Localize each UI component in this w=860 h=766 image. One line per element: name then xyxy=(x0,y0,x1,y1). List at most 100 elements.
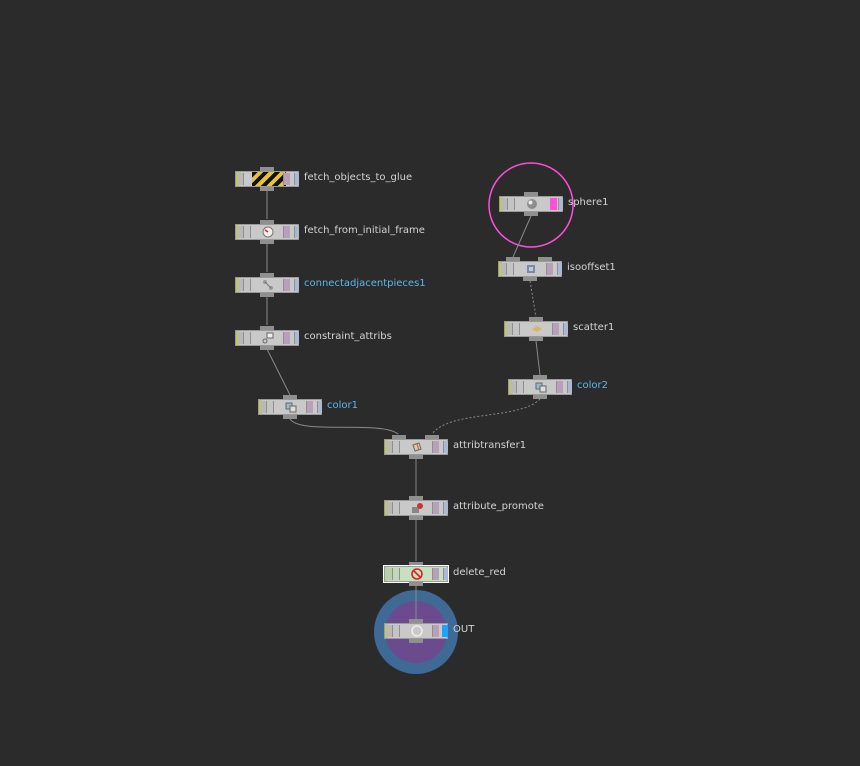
node-isooffset1[interactable]: isooffset1 xyxy=(498,257,616,281)
node-attribute-promote[interactable]: attribute_promote xyxy=(384,496,544,520)
bypass-flag[interactable] xyxy=(509,380,512,394)
display-flag[interactable] xyxy=(443,568,448,580)
node-label[interactable]: delete_red xyxy=(453,567,506,578)
node-sphere1[interactable]: sphere1 xyxy=(499,192,608,216)
display-flag[interactable] xyxy=(317,401,322,413)
template-flag[interactable] xyxy=(432,568,439,580)
bypass-flag[interactable] xyxy=(236,278,239,292)
node-scatter1[interactable]: scatter1 xyxy=(504,317,614,341)
node-constraint-attribs[interactable]: constraint_attribs xyxy=(235,326,392,350)
template-flag[interactable] xyxy=(550,198,557,210)
bypass-flag[interactable] xyxy=(499,262,502,276)
node-label[interactable]: fetch_objects_to_glue xyxy=(304,172,413,183)
node-fetch-from-initial-frame[interactable]: fetch_from_initial_frame xyxy=(235,220,425,244)
output-port[interactable] xyxy=(409,516,423,520)
lock-flag[interactable] xyxy=(387,441,393,453)
input-port[interactable] xyxy=(409,496,423,500)
display-flag[interactable] xyxy=(443,441,448,453)
node-body[interactable] xyxy=(384,439,448,455)
wire[interactable] xyxy=(431,398,541,435)
template-flag[interactable] xyxy=(432,625,439,637)
display-flag[interactable] xyxy=(563,323,568,335)
wire[interactable] xyxy=(289,418,399,435)
lock-flag[interactable] xyxy=(238,173,244,185)
input-port[interactable] xyxy=(392,435,406,439)
lock-flag[interactable] xyxy=(387,568,393,580)
bypass-flag[interactable] xyxy=(236,172,239,186)
output-port[interactable] xyxy=(533,395,547,399)
display-flag[interactable] xyxy=(567,381,572,393)
node-body[interactable] xyxy=(235,277,299,293)
output-port[interactable] xyxy=(409,639,423,643)
node-label[interactable]: connectadjacentpieces1 xyxy=(304,278,426,289)
wire[interactable] xyxy=(266,348,291,396)
template-flag[interactable] xyxy=(283,332,290,344)
lock-flag[interactable] xyxy=(387,502,393,514)
node-out[interactable]: OUT xyxy=(384,619,474,643)
node-label[interactable]: color2 xyxy=(577,380,608,391)
template-flag[interactable] xyxy=(432,441,439,453)
node-attribtransfer1[interactable]: attribtransfer1 xyxy=(384,435,526,459)
node-label[interactable]: constraint_attribs xyxy=(304,331,392,342)
node-body[interactable] xyxy=(258,399,322,415)
output-port[interactable] xyxy=(260,346,274,350)
template-flag[interactable] xyxy=(283,173,290,185)
template-flag[interactable] xyxy=(556,381,563,393)
node-body[interactable] xyxy=(235,330,299,346)
wire[interactable] xyxy=(512,215,532,258)
input-port[interactable] xyxy=(260,167,274,171)
display-flag[interactable] xyxy=(294,173,299,185)
input-port[interactable] xyxy=(409,562,423,566)
bypass-flag[interactable] xyxy=(385,624,388,638)
node-body[interactable] xyxy=(383,565,449,583)
input-port[interactable] xyxy=(529,317,543,321)
node-label[interactable]: fetch_from_initial_frame xyxy=(304,225,425,236)
node-body[interactable] xyxy=(499,196,563,212)
bypass-flag[interactable] xyxy=(259,400,262,414)
node-body[interactable] xyxy=(498,261,562,277)
display-flag[interactable] xyxy=(443,502,448,514)
bypass-flag[interactable] xyxy=(505,322,508,336)
node-delete-red[interactable]: delete_red xyxy=(383,562,506,586)
node-label[interactable]: color1 xyxy=(327,400,358,411)
display-flag[interactable] xyxy=(294,332,299,344)
lock-flag[interactable] xyxy=(511,381,517,393)
output-port[interactable] xyxy=(409,582,423,586)
node-body[interactable] xyxy=(235,171,299,187)
display-flag[interactable] xyxy=(557,263,562,275)
lock-flag[interactable] xyxy=(238,226,244,238)
node-label[interactable]: sphere1 xyxy=(568,197,609,208)
template-flag[interactable] xyxy=(306,401,313,413)
node-body[interactable] xyxy=(384,623,448,639)
bypass-flag[interactable] xyxy=(500,197,503,211)
wire[interactable] xyxy=(535,340,541,376)
output-port[interactable] xyxy=(260,293,274,297)
input-port[interactable] xyxy=(538,257,552,261)
input-port[interactable] xyxy=(506,257,520,261)
input-port[interactable] xyxy=(260,220,274,224)
bypass-flag[interactable] xyxy=(385,440,388,454)
output-port[interactable] xyxy=(260,240,274,244)
lock-flag[interactable] xyxy=(261,401,267,413)
lock-flag[interactable] xyxy=(501,263,507,275)
input-port[interactable] xyxy=(533,375,547,379)
template-flag[interactable] xyxy=(432,502,439,514)
node-body[interactable] xyxy=(384,500,448,516)
node-color2[interactable]: color2 xyxy=(508,375,608,399)
display-flag[interactable] xyxy=(294,226,299,238)
template-flag[interactable] xyxy=(552,323,559,335)
input-port[interactable] xyxy=(283,395,297,399)
input-port[interactable] xyxy=(260,273,274,277)
input-port[interactable] xyxy=(260,326,274,330)
lock-flag[interactable] xyxy=(502,198,508,210)
input-port[interactable] xyxy=(409,619,423,623)
output-port[interactable] xyxy=(283,415,297,419)
output-port[interactable] xyxy=(260,187,274,191)
output-port[interactable] xyxy=(523,277,537,281)
output-port[interactable] xyxy=(409,455,423,459)
wire[interactable] xyxy=(529,280,537,318)
node-label[interactable]: scatter1 xyxy=(573,322,615,333)
template-flag[interactable] xyxy=(546,263,553,275)
output-port[interactable] xyxy=(524,212,538,216)
template-flag[interactable] xyxy=(283,279,290,291)
